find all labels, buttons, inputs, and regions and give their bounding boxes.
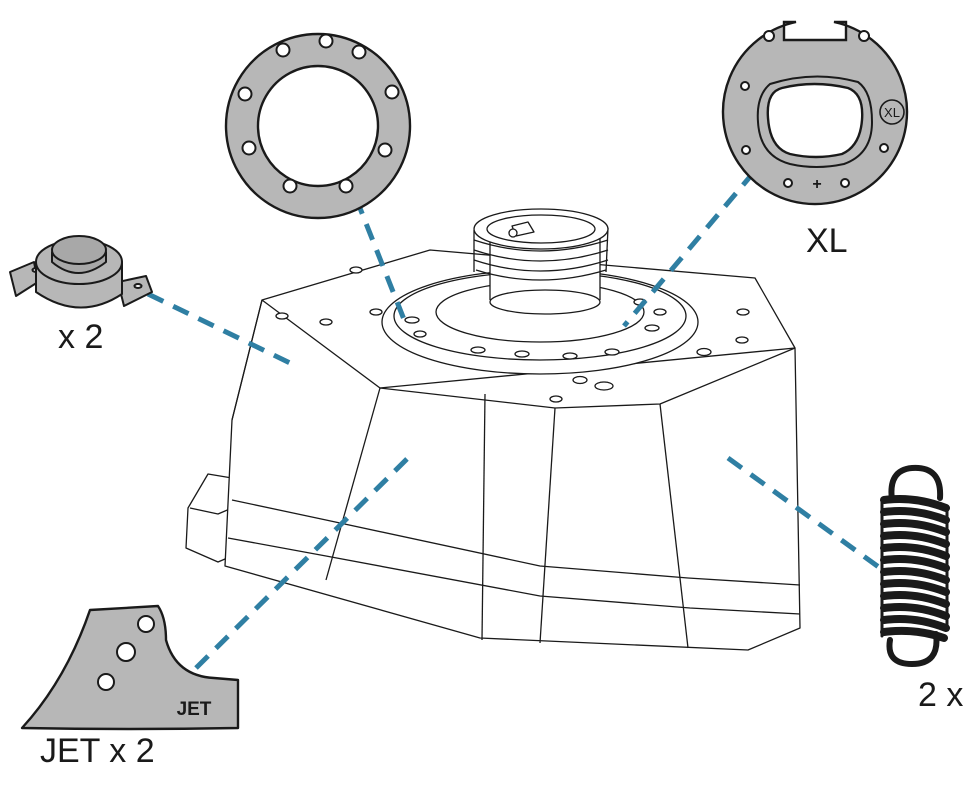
flange-bolt-holes — [404, 298, 667, 360]
gasket-bolt-holes — [237, 33, 400, 194]
jet-quantity-label: JET x 2 — [40, 732, 155, 770]
xl-plate — [721, 20, 909, 206]
spring-quantity-label: 2 x — [918, 676, 964, 714]
base-housing — [185, 208, 801, 651]
xl-plus-mark: + — [812, 176, 821, 193]
jet-plate-holes — [97, 615, 155, 691]
leader-line-spring — [726, 455, 882, 571]
bumper-quantity-label: x 2 — [58, 318, 104, 356]
leader-line-jet-plate — [194, 450, 416, 670]
leader-line-xl-plate — [622, 170, 756, 328]
spring-part — [880, 464, 950, 668]
deck-bolt-holes — [275, 266, 750, 403]
leader-lines — [146, 170, 882, 670]
jet-plate-text: JET — [177, 699, 212, 720]
shaft-threads — [473, 227, 609, 281]
jet-plate — [20, 604, 240, 731]
xl-plate-holes — [740, 30, 889, 188]
spring-coils — [880, 495, 950, 642]
gasket-ring — [224, 32, 412, 220]
leader-line-gasket — [353, 197, 408, 323]
xl-badge-text: XL — [884, 105, 900, 120]
bumper-part — [9, 235, 153, 309]
xl-plate-label: XL — [806, 222, 848, 260]
